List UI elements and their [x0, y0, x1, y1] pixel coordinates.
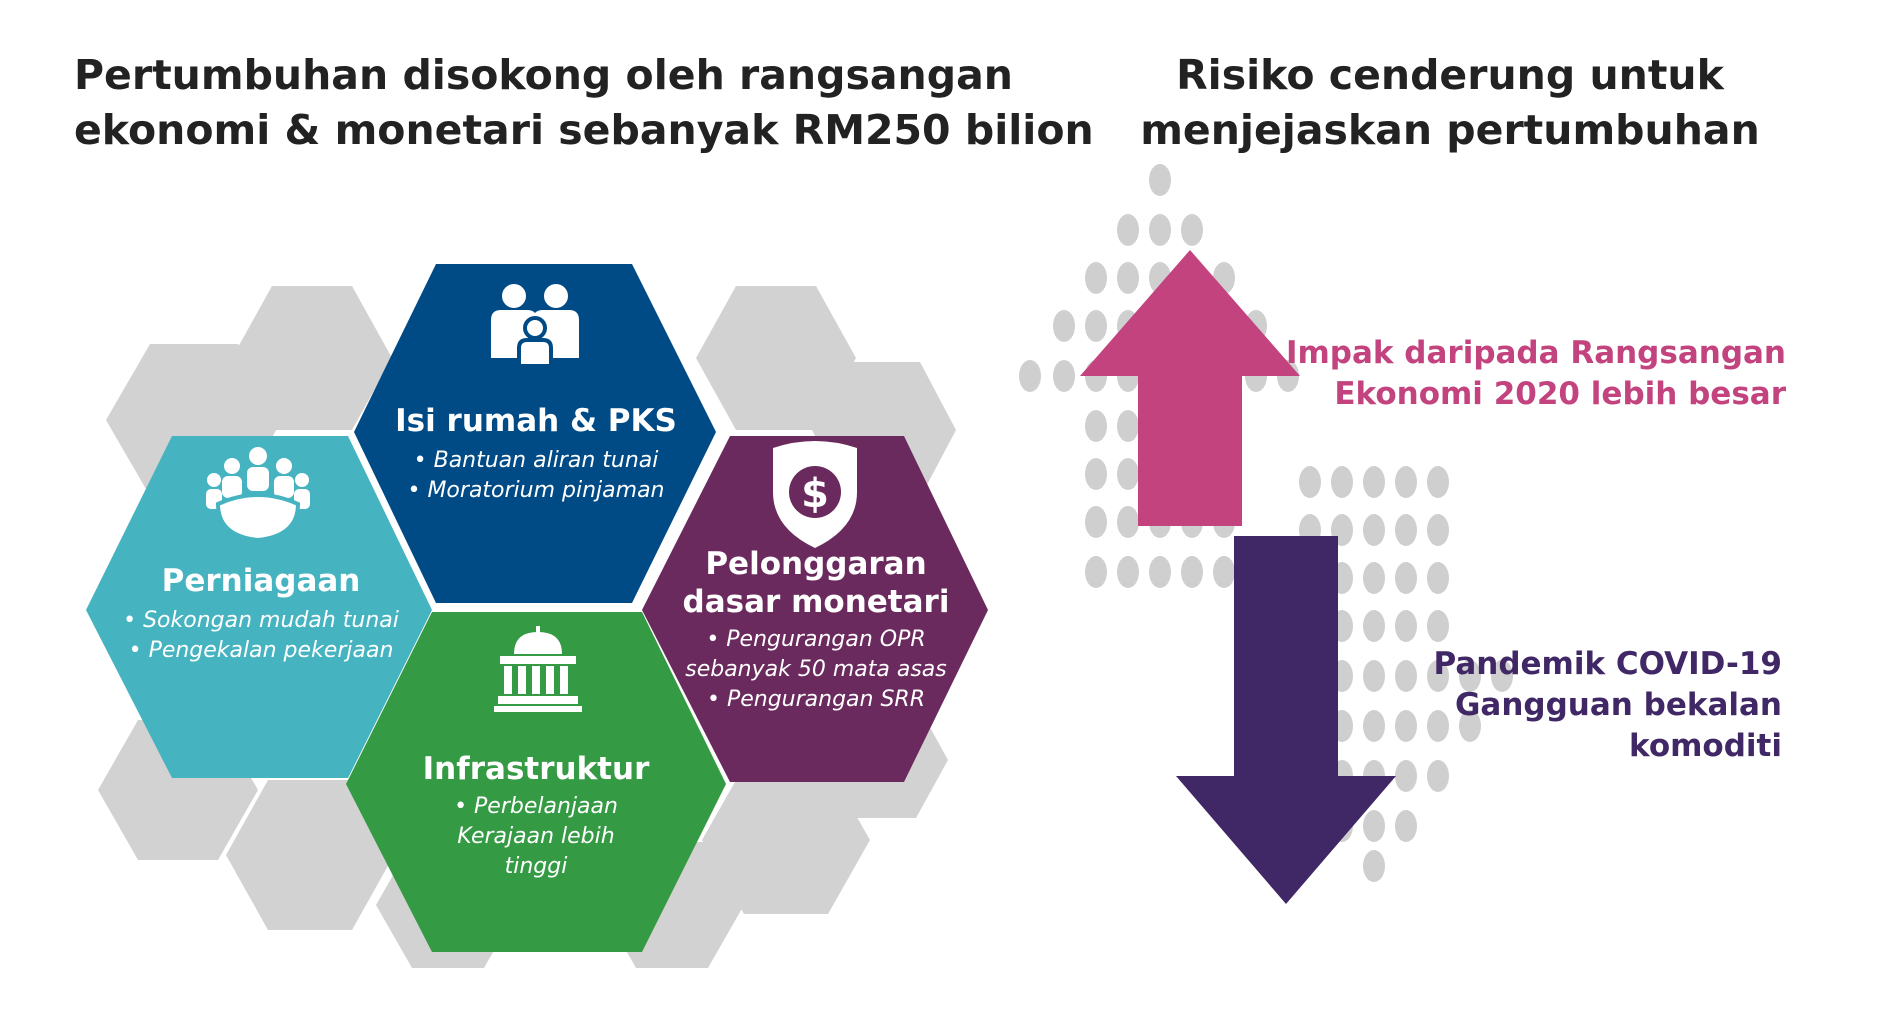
households-label: Isi rumah & PKS • Bantuan aliran tunai •…: [386, 402, 686, 506]
decorative-dot: [1427, 710, 1449, 742]
right-title: Risiko cenderung untuk menjejaskan pertu…: [1090, 48, 1810, 158]
upside-risk-arrow: [1080, 250, 1300, 526]
decorative-dot: [1053, 360, 1075, 392]
decorative-dot: [1149, 556, 1171, 588]
infrastructure-bullet-1: • Perbelanjaan: [454, 794, 618, 819]
decorative-dot: [1117, 214, 1139, 246]
business-group-icon: [206, 447, 310, 543]
decorative-dot: [1085, 556, 1107, 588]
decorative-dot: [1427, 610, 1449, 642]
business-heading: Perniagaan: [161, 563, 361, 599]
decorative-dot: [1395, 514, 1417, 546]
monetary-bullet-2: sebanyak 50 mata asas: [685, 657, 947, 682]
households-heading: Isi rumah & PKS: [395, 403, 677, 439]
decorative-dot: [1181, 556, 1203, 588]
decorative-dot: [1117, 262, 1139, 294]
shield-dollar-icon: $: [773, 441, 857, 548]
infrastructure-hexagon: [346, 612, 726, 952]
decorative-dot: [1363, 466, 1385, 498]
decorative-dot: [1181, 214, 1203, 246]
grey-hexagon: [226, 780, 394, 930]
downside-risk-line3: komoditi: [1629, 728, 1782, 764]
business-bullet-2: • Pengekalan pekerjaan: [128, 638, 394, 663]
decorative-dot: [1117, 506, 1139, 538]
decorative-dot: [1395, 710, 1417, 742]
decorative-dot: [1149, 214, 1171, 246]
decorative-dot: [1459, 710, 1481, 742]
business-label: Perniagaan • Sokongan mudah tunai • Peng…: [106, 562, 416, 666]
monetary-label: Pelonggaran dasar monetari • Pengurangan…: [666, 545, 966, 715]
upside-risk-line1: Impak daripada Rangsangan: [1285, 335, 1786, 371]
decorative-dot: [1085, 262, 1107, 294]
upside-risk-label: Impak daripada Rangsangan Ekonomi 2020 l…: [1286, 333, 1786, 415]
decorative-dot: [1363, 710, 1385, 742]
decorative-dot: [1395, 466, 1417, 498]
left-title-line2: ekonomi & monetari sebanyak RM250 bilion: [74, 106, 1094, 154]
monetary-heading-2: dasar monetari: [682, 584, 950, 620]
decorative-dot: [1299, 466, 1321, 498]
decorative-dot: [1395, 810, 1417, 842]
downside-risk-line1: Pandemik COVID-19: [1433, 646, 1782, 682]
decorative-dot: [1085, 410, 1107, 442]
grey-hexagon: [232, 286, 392, 430]
households-hexagon: [354, 264, 716, 603]
decorative-dot: [1427, 466, 1449, 498]
decorative-dot: [1363, 850, 1385, 882]
decorative-dot: [1395, 562, 1417, 594]
monetary-bullet-1: • Pengurangan OPR: [706, 627, 926, 652]
decorative-dot: [1085, 506, 1107, 538]
decorative-dot: [1427, 562, 1449, 594]
decorative-dot: [1085, 458, 1107, 490]
infrastructure-label: Infrastruktur • Perbelanjaan Kerajaan le…: [386, 750, 686, 882]
households-bullet-2: • Moratorium pinjaman: [407, 478, 665, 503]
decorative-dot: [1019, 360, 1041, 392]
decorative-dot: [1491, 660, 1513, 692]
decorative-dot: [1331, 466, 1353, 498]
government-building-icon: [494, 626, 582, 712]
decorative-dot: [1395, 610, 1417, 642]
decorative-dot: [1213, 556, 1235, 588]
left-title: Pertumbuhan disokong oleh rangsangan eko…: [74, 48, 1094, 158]
decorative-dot: [1427, 660, 1449, 692]
decorative-dot: [1363, 810, 1385, 842]
decorative-dot: [1149, 164, 1171, 196]
business-bullet-1: • Sokongan mudah tunai: [123, 608, 399, 633]
right-title-line1: Risiko cenderung untuk: [1176, 51, 1724, 99]
grey-hexagon: [696, 286, 856, 430]
decorative-dot: [1117, 458, 1139, 490]
decorative-dot: [1363, 660, 1385, 692]
decorative-dot: [1085, 310, 1107, 342]
decorative-dot: [1395, 660, 1417, 692]
decorative-dot: [1363, 514, 1385, 546]
decorative-dot: [1053, 310, 1075, 342]
monetary-hexagon: [642, 436, 988, 782]
svg-text:$: $: [801, 471, 829, 517]
upside-risk-line2: Ekonomi 2020 lebih besar: [1334, 376, 1786, 412]
right-title-line2: menjejaskan pertumbuhan: [1140, 106, 1760, 154]
households-bullet-1: • Bantuan aliran tunai: [413, 448, 659, 473]
downside-risk-label: Pandemik COVID-19 Gangguan bekalan komod…: [1433, 644, 1782, 767]
grey-hexagon: [702, 766, 870, 914]
left-title-line1: Pertumbuhan disokong oleh rangsangan: [74, 51, 1013, 99]
decorative-dot: [1363, 562, 1385, 594]
infrastructure-bullet-3: tinggi: [504, 854, 568, 879]
downside-risk-line2: Gangguan bekalan: [1454, 687, 1782, 723]
decorative-dot: [1427, 514, 1449, 546]
decorative-dot: [1117, 410, 1139, 442]
family-icon: [491, 284, 579, 368]
monetary-heading-1: Pelonggaran: [705, 546, 927, 582]
decorative-dot: [1117, 556, 1139, 588]
decorative-dot: [1363, 610, 1385, 642]
decorative-dot: [1459, 660, 1481, 692]
monetary-bullet-3: • Pengurangan SRR: [706, 687, 925, 712]
business-hexagon: [86, 436, 432, 778]
decorative-dot: [1427, 760, 1449, 792]
downside-risk-arrow: [1176, 536, 1396, 904]
decorative-dot: [1395, 760, 1417, 792]
infrastructure-heading: Infrastruktur: [422, 751, 650, 787]
infrastructure-bullet-2: Kerajaan lebih: [457, 824, 615, 849]
